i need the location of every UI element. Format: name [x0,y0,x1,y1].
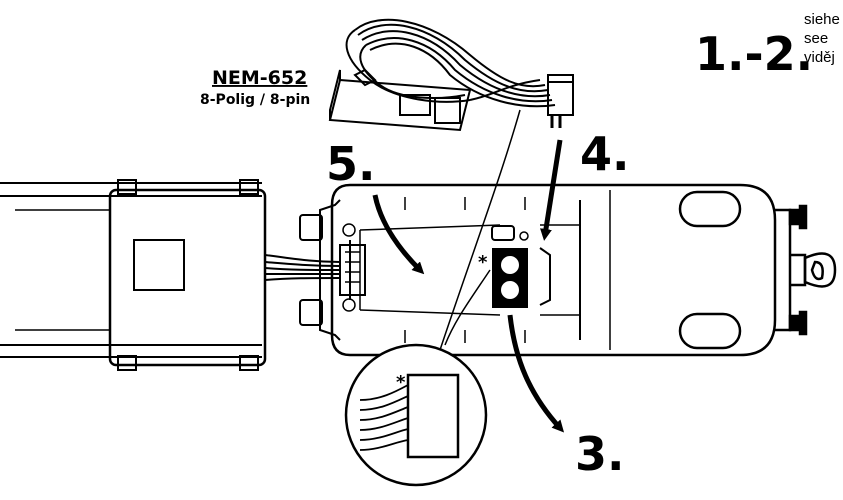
step-3-label: 3. [575,427,624,481]
step-1-2-label: 1.-2. [695,27,813,81]
locomotive-body [299,183,777,357]
coupled-car [0,179,267,371]
reference-text-en: see [804,30,829,47]
buffer-beam [775,204,837,336]
step-arrows [372,139,565,433]
decoder-plug [547,74,574,128]
decoder-interface-socket [491,225,551,308]
reference-text-cz: viděj [804,49,835,66]
connector-subtitle: 8-Polig / 8-pin [200,92,310,108]
decoder-cable-loop [345,18,556,108]
detail-zoom-circle [344,343,488,487]
step-4-label: 4. [580,127,629,181]
step-5-label: 5. [326,137,375,191]
guide-lines [439,109,521,351]
zoom-star-marker: * [396,372,406,393]
socket-star-marker: * [478,252,488,273]
reference-text-de: siehe [804,11,840,28]
connector-title: NEM-652 [212,67,307,89]
tender-wire-bundle [264,254,341,281]
decoder-board [328,68,472,132]
